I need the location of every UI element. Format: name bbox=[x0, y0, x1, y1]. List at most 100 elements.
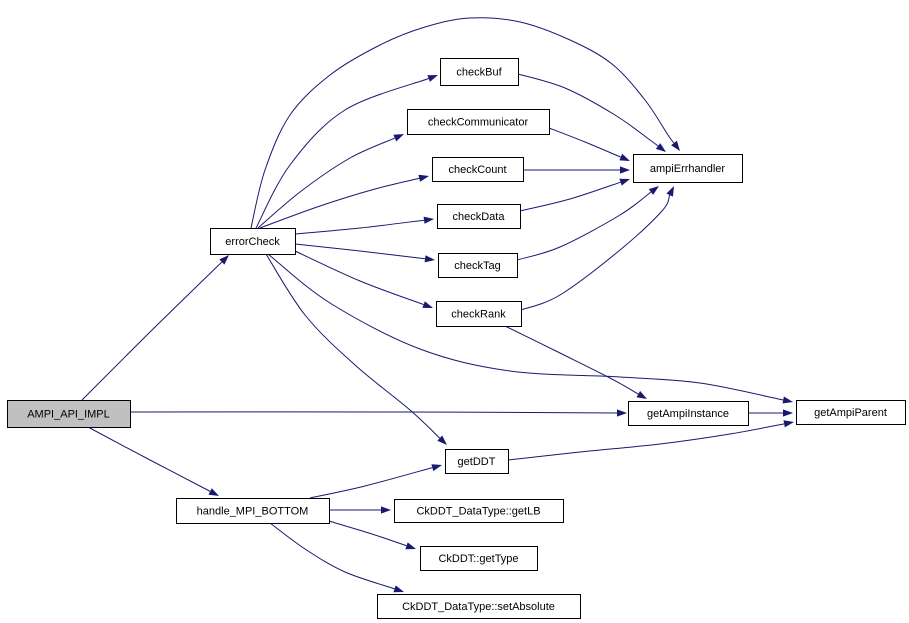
edge-getDDT-to-getAmpiParent bbox=[507, 420, 794, 461]
edge-getAmpiInstance-to-getAmpiParent bbox=[747, 409, 793, 417]
node-getDDT[interactable]: getDDT bbox=[445, 449, 509, 474]
edge-line bbox=[294, 219, 425, 235]
node-getAmpiInstance[interactable]: getAmpiInstance bbox=[628, 401, 749, 426]
node-label-getAmpiInstance: getAmpiInstance bbox=[647, 408, 729, 420]
edge-line bbox=[519, 181, 621, 212]
edge-line bbox=[516, 191, 652, 261]
arrowhead-icon bbox=[427, 75, 438, 82]
edge-line bbox=[257, 137, 396, 229]
node-checkRank[interactable]: checkRank bbox=[436, 301, 522, 327]
node-handle_MPI_BOTTOM[interactable]: handle_MPI_BOTTOM bbox=[176, 498, 330, 524]
node-label-checkCount: checkCount bbox=[448, 164, 506, 176]
node-CkDDT_getType[interactable]: CkDDT::getType bbox=[420, 546, 538, 571]
edge-errorCheck-to-checkTag bbox=[294, 243, 435, 263]
node-label-checkBuf: checkBuf bbox=[456, 67, 502, 79]
node-box-CkDDT_getLB[interactable] bbox=[394, 499, 564, 523]
edge-handle_MPI_BOTTOM-to-getDDT bbox=[309, 464, 442, 499]
arrowhead-icon bbox=[617, 409, 627, 417]
node-box-CkDDT_setAbsolute[interactable] bbox=[377, 594, 581, 619]
node-getAmpiParent[interactable]: getAmpiParent bbox=[796, 400, 906, 425]
arrowhead-icon bbox=[783, 409, 793, 417]
arrowhead-icon bbox=[393, 134, 404, 142]
node-CkDDT_getLB[interactable]: CkDDT_DataType::getLB bbox=[394, 499, 564, 523]
node-label-checkData: checkData bbox=[453, 211, 506, 223]
node-box-checkTag[interactable] bbox=[438, 253, 518, 278]
node-label-checkCommunicator: checkCommunicator bbox=[428, 117, 529, 129]
edge-line bbox=[328, 520, 407, 547]
edge-handle_MPI_BOTTOM-to-CkDDT_getType bbox=[328, 520, 416, 550]
edge-checkRank-to-getAmpiInstance bbox=[504, 325, 647, 399]
edge-line bbox=[267, 253, 784, 401]
node-box-getAmpiInstance[interactable] bbox=[628, 401, 749, 426]
arrowhead-icon bbox=[655, 143, 666, 152]
node-label-ampiErrhandler: ampiErrhandler bbox=[650, 163, 726, 175]
node-label-handle_MPI_BOTTOM: handle_MPI_BOTTOM bbox=[197, 506, 309, 518]
edge-line bbox=[294, 250, 424, 305]
node-label-CkDDT_setAbsolute: CkDDT_DataType::setAbsolute bbox=[402, 601, 555, 613]
edge-checkData-to-ampiErrhandler bbox=[519, 178, 630, 212]
arrowhead-icon bbox=[671, 140, 680, 151]
edge-line bbox=[259, 177, 420, 229]
node-box-ampiErrhandler[interactable] bbox=[633, 154, 743, 183]
edge-line bbox=[250, 17, 675, 229]
edge-errorCheck-to-checkCommunicator bbox=[257, 134, 404, 229]
node-box-checkBuf[interactable] bbox=[440, 58, 519, 86]
node-label-AMPI_API_IMPL: AMPI_API_IMPL bbox=[27, 409, 110, 421]
edge-errorCheck-to-ampiErrhandler bbox=[250, 17, 680, 229]
node-box-checkCount[interactable] bbox=[432, 157, 524, 182]
arrowhead-icon bbox=[782, 396, 793, 404]
edge-line bbox=[129, 411, 618, 414]
arrowhead-icon bbox=[381, 506, 391, 514]
arrowhead-icon bbox=[424, 255, 435, 263]
edge-AMPI_API_IMPL-to-handle_MPI_BOTTOM bbox=[87, 426, 219, 496]
edge-line bbox=[87, 426, 211, 492]
edge-handle_MPI_BOTTOM-to-CkDDT_getLB bbox=[329, 506, 391, 514]
edge-line bbox=[81, 261, 223, 401]
edge-errorCheck-to-checkBuf bbox=[255, 75, 438, 229]
node-label-errorCheck: errorCheck bbox=[225, 236, 280, 248]
node-box-getAmpiParent[interactable] bbox=[796, 400, 906, 425]
edge-checkTag-to-ampiErrhandler bbox=[516, 186, 659, 261]
edge-line bbox=[504, 325, 639, 395]
node-box-checkData[interactable] bbox=[437, 204, 521, 229]
node-box-errorCheck[interactable] bbox=[210, 228, 296, 255]
node-ampiErrhandler[interactable]: ampiErrhandler bbox=[633, 154, 743, 183]
arrowhead-icon bbox=[636, 390, 647, 399]
arrowhead-icon bbox=[783, 420, 794, 428]
node-box-checkRank[interactable] bbox=[436, 301, 522, 327]
node-errorCheck[interactable]: errorCheck bbox=[210, 228, 296, 255]
node-checkCommunicator[interactable]: checkCommunicator bbox=[407, 109, 550, 135]
arrowhead-icon bbox=[422, 301, 433, 308]
edge-line bbox=[269, 522, 395, 590]
edge-AMPI_API_IMPL-to-errorCheck bbox=[81, 255, 229, 401]
node-checkBuf[interactable]: checkBuf bbox=[440, 58, 519, 86]
edge-line bbox=[309, 467, 433, 499]
edge-AMPI_API_IMPL-to-getAmpiInstance bbox=[129, 409, 627, 417]
edge-checkRank-to-ampiErrhandler bbox=[520, 186, 674, 311]
node-label-getDDT: getDDT bbox=[458, 456, 496, 468]
arrowhead-icon bbox=[393, 585, 404, 593]
edge-errorCheck-to-checkData bbox=[294, 216, 434, 235]
node-box-handle_MPI_BOTTOM[interactable] bbox=[176, 498, 330, 524]
node-AMPI_API_IMPL[interactable]: AMPI_API_IMPL bbox=[7, 400, 131, 428]
edge-checkCount-to-ampiErrhandler bbox=[523, 166, 630, 174]
arrowhead-icon bbox=[619, 178, 630, 186]
node-CkDDT_setAbsolute[interactable]: CkDDT_DataType::setAbsolute bbox=[377, 594, 581, 619]
node-checkData[interactable]: checkData bbox=[437, 204, 521, 229]
node-box-AMPI_API_IMPL[interactable] bbox=[7, 400, 131, 428]
node-box-CkDDT_getType[interactable] bbox=[420, 546, 538, 571]
node-box-getDDT[interactable] bbox=[445, 449, 509, 474]
edge-errorCheck-to-checkRank bbox=[294, 250, 433, 308]
arrowhead-icon bbox=[405, 542, 416, 550]
arrowhead-icon bbox=[219, 255, 229, 265]
arrowhead-icon bbox=[423, 216, 434, 224]
node-checkTag[interactable]: checkTag bbox=[438, 253, 518, 278]
node-box-checkCommunicator[interactable] bbox=[407, 109, 550, 135]
node-label-CkDDT_getLB: CkDDT_DataType::getLB bbox=[416, 506, 540, 518]
edge-line bbox=[255, 78, 429, 229]
edge-errorCheck-to-getDDT bbox=[265, 253, 447, 445]
node-label-CkDDT_getType: CkDDT::getType bbox=[438, 553, 518, 565]
node-checkCount[interactable]: checkCount bbox=[432, 157, 524, 182]
